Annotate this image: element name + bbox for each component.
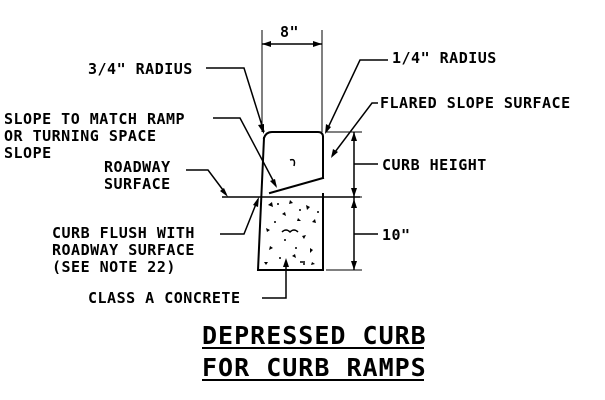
- curb-flush-line3: (SEE NOTE 22): [52, 258, 176, 276]
- radius-left-label: 3/4" RADIUS: [88, 60, 193, 78]
- radius-left-leader: [206, 67, 265, 133]
- slope-note-line1: SLOPE TO MATCH RAMP: [4, 110, 185, 128]
- flared-slope-leader: [331, 102, 378, 157]
- concrete-label: CLASS A CONCRETE: [88, 289, 241, 307]
- slope-note-line3: SLOPE: [4, 144, 52, 162]
- radius-right-leader: [325, 59, 388, 133]
- curb-top: [262, 131, 325, 140]
- concrete-hatch: [264, 200, 319, 265]
- slope-leader: [213, 117, 277, 187]
- radius-right-label: 1/4" RADIUS: [392, 49, 497, 67]
- roadway-label-line2: SURFACE: [104, 175, 171, 193]
- slope-note-line2: OR TURNING SPACE: [4, 127, 157, 145]
- curb-flush-leader: [220, 198, 259, 235]
- roadway-leader: [186, 169, 227, 195]
- radius-mark: [289, 158, 296, 167]
- curb-height-label: CURB HEIGHT: [382, 156, 487, 174]
- curb-flush-line2: ROADWAY SURFACE: [52, 241, 195, 259]
- curb-height-dimension: [326, 131, 378, 198]
- flared-slope-line: [268, 176, 325, 195]
- concrete-leader: [262, 262, 287, 299]
- curb-flush-line1: CURB FLUSH WITH: [52, 224, 195, 242]
- flared-slope-label: FLARED SLOPE SURFACE: [380, 94, 571, 112]
- depth-dimension: [326, 197, 378, 271]
- width-dimension-label: 8": [280, 23, 299, 41]
- title-line1: DEPRESSED CURB: [202, 321, 427, 350]
- roadway-label-line1: ROADWAY: [104, 158, 171, 176]
- title-line2: FOR CURB RAMPS: [202, 353, 427, 382]
- width-dimension: [261, 30, 323, 132]
- depth-dimension-label: 10": [382, 226, 411, 244]
